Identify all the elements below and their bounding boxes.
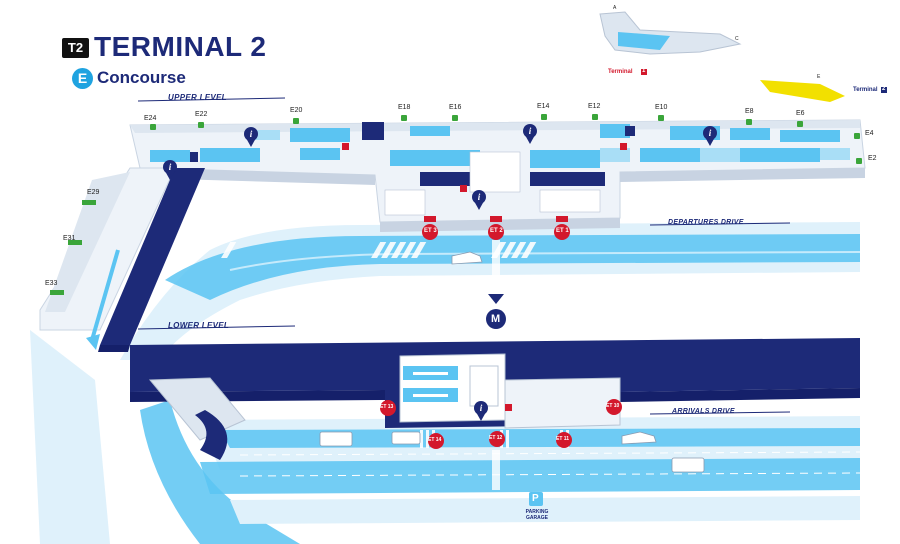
inset-letter-a: A <box>613 5 617 11</box>
inset-terminal2-badge: 2 <box>882 86 886 92</box>
page-title: TERMINAL 2 <box>94 31 267 62</box>
gate-markers <box>50 114 862 295</box>
et14-label: ET 14 <box>428 437 442 443</box>
svg-text:i: i <box>169 162 172 172</box>
gate-e12: E12 <box>588 103 601 110</box>
et-markers-lower <box>380 399 622 449</box>
arrivals-drive-label: ARRIVALS DRIVE <box>672 408 735 415</box>
gate-e6: E6 <box>796 110 805 117</box>
inset-terminal2-label: Terminal <box>853 87 878 93</box>
gate-e4: E4 <box>865 130 874 137</box>
parking-badge: P <box>532 493 539 504</box>
gate-e2: E2 <box>868 155 877 162</box>
gate-e8: E8 <box>745 108 754 115</box>
parking-icon <box>529 492 543 506</box>
gate-e16: E16 <box>449 104 462 111</box>
parking-line2: GARAGE <box>526 515 548 521</box>
inset-terminal1-badge: 1 <box>642 68 646 74</box>
et1-label: ET 1 <box>556 228 569 234</box>
gate-e29: E29 <box>87 189 100 196</box>
svg-text:i: i <box>478 192 481 202</box>
lower-level-label: LOWER LEVEL <box>168 321 230 330</box>
svg-text:i: i <box>480 403 483 413</box>
et3-label: ET 3 <box>424 228 437 234</box>
gate-e20: E20 <box>290 107 303 114</box>
inset-letter-c: C <box>735 36 739 42</box>
inset-locator-map <box>599 11 887 102</box>
svg-text:i: i <box>709 128 712 138</box>
upper-level-label: UPPER LEVEL <box>168 93 227 102</box>
walkway-arrow <box>90 249 120 341</box>
gate-e31: E31 <box>63 235 76 242</box>
terminal-badge: T2 <box>62 38 89 58</box>
et11-label: ET 11 <box>556 436 570 442</box>
concourse-title: Concourse <box>97 68 186 87</box>
et10-label: ET 10 <box>606 403 620 409</box>
inset-terminal1-label: Terminal <box>608 69 633 75</box>
svg-text:i: i <box>250 129 253 139</box>
info-markers: i i i i i i <box>163 124 717 421</box>
et-markers-upper <box>422 216 570 240</box>
gate-e24: E24 <box>144 115 157 122</box>
et13-label: ET 13 <box>380 404 394 410</box>
gate-e18: E18 <box>398 104 411 111</box>
service-markers <box>342 143 627 411</box>
gate-e22: E22 <box>195 111 208 118</box>
et2-label: ET 2 <box>490 228 503 234</box>
concourse-badge: E <box>72 68 93 89</box>
metro-label: M <box>491 313 501 325</box>
et12-label: ET 12 <box>489 435 503 441</box>
parking-garage-label: PARKING GARAGE <box>522 509 552 521</box>
gate-e10: E10 <box>655 104 668 111</box>
gate-e33: E33 <box>45 280 58 287</box>
departures-drive-label: DEPARTURES DRIVE <box>668 219 744 226</box>
gate-e14: E14 <box>537 103 550 110</box>
parking-line1: PARKING <box>525 509 549 515</box>
svg-text:i: i <box>529 126 532 136</box>
inset-letter-e: E <box>817 74 821 80</box>
vehicles <box>319 251 705 473</box>
metro-icon <box>486 309 506 329</box>
upper-level-concourse <box>39 119 866 352</box>
